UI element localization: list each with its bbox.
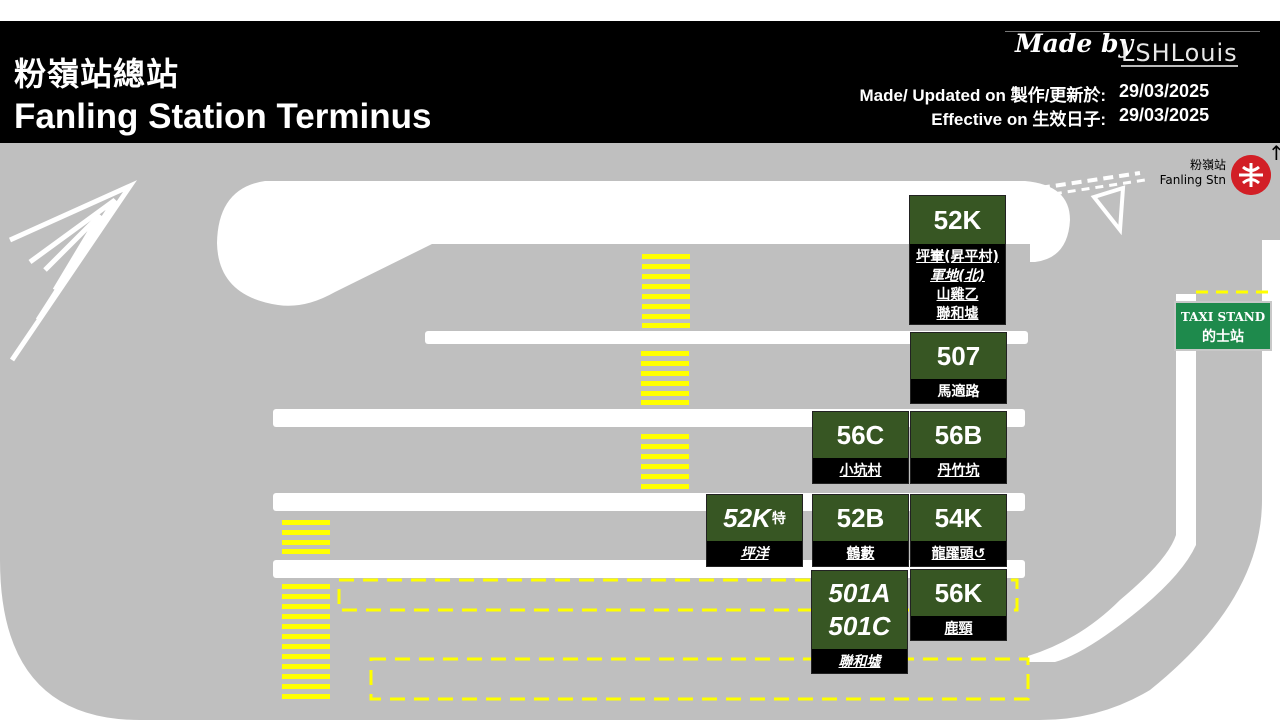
mtr-logo-icon: [1231, 155, 1271, 195]
terminus-map: [0, 143, 1280, 720]
platform-1: [425, 331, 1028, 344]
title-chinese: 粉嶺站總站: [14, 55, 180, 93]
exit-road: [1028, 294, 1196, 662]
destination: 聯和墟: [936, 306, 979, 322]
zebra-crossing-3: [641, 434, 689, 489]
route-number: 56C: [813, 412, 908, 460]
destination: 山雞乙: [936, 287, 979, 303]
effective-date: 29/03/2025: [1119, 105, 1210, 125]
mtr-station-label: 粉嶺站 Fanling Stn: [1160, 158, 1226, 188]
route-number: 501A 501C: [812, 571, 907, 651]
destination: 坪輋(昇平村): [916, 249, 999, 265]
stop-52b[interactable]: 52B 鶴藪: [812, 494, 909, 567]
author-name: LSHLouis: [1121, 39, 1238, 67]
stop-54k[interactable]: 54K 龍躍頭↺: [910, 494, 1007, 567]
updated-date: 29/03/2025: [1119, 81, 1210, 101]
yellow-bay-2: [369, 657, 1030, 701]
route-number-text: 501A: [828, 578, 891, 608]
destination: 坪洋: [740, 546, 769, 562]
route-number: 507: [911, 333, 1006, 381]
destination: 小坑村: [839, 463, 882, 479]
stop-56b[interactable]: 56B 丹竹坑: [910, 411, 1007, 484]
taxi-stand-sign: TAXI STAND 的士站: [1174, 301, 1272, 351]
yellow-bay-1: [337, 578, 1019, 612]
destination: 鶴藪: [846, 546, 875, 562]
taxi-stand-chinese: 的士站: [1202, 329, 1244, 345]
updated-label: Made/ Updated on 製作/更新於:: [859, 86, 1107, 105]
destination: 聯和墟: [838, 654, 881, 670]
route-number: 56K: [911, 570, 1006, 618]
arrow-up-icon: ↑: [1268, 141, 1280, 165]
destination: 鹿頸: [944, 621, 973, 637]
central-island: [217, 181, 1070, 306]
direction-arrow-left: [8, 180, 138, 362]
header-bar: 粉嶺站總站 Fanling Station Terminus Made by L…: [0, 21, 1280, 143]
entrance-marking: [1039, 171, 1146, 236]
stop-507[interactable]: 507 馬適路: [910, 332, 1007, 404]
route-number: 52B: [813, 495, 908, 543]
zebra-crossing-4: [282, 520, 330, 554]
route-number: 52K: [910, 196, 1005, 246]
title-english: Fanling Station Terminus: [14, 97, 432, 136]
taxi-stand-english: TAXI STAND: [1180, 310, 1266, 324]
zebra-crossing-2: [641, 351, 689, 405]
route-number: 56B: [911, 412, 1006, 460]
stop-52k[interactable]: 52K 坪輋(昇平村) 軍地(北) 山雞乙 聯和墟: [909, 195, 1006, 325]
stop-56c[interactable]: 56C 小坑村: [812, 411, 909, 484]
stop-501a-501c[interactable]: 501A 501C 聯和墟: [811, 570, 908, 674]
station-name-english: Fanling Stn: [1159, 173, 1226, 187]
stop-56k[interactable]: 56K 鹿頸: [910, 569, 1007, 641]
destination: 龍躍頭↺: [931, 546, 986, 562]
station-name-chinese: 粉嶺站: [1189, 158, 1226, 172]
header-divider: [1005, 31, 1260, 32]
destination: 馬適路: [937, 384, 980, 400]
zebra-crossing-5: [282, 584, 330, 699]
special-marker: 特: [771, 510, 786, 526]
zebra-crossing-1: [642, 254, 690, 328]
route-number-text: 501C: [828, 611, 891, 641]
destination: 丹竹坑: [937, 463, 980, 479]
route-number-text: 52K: [723, 502, 771, 533]
route-number: 54K: [911, 495, 1006, 543]
effective-label: Effective on 生效日子:: [931, 110, 1106, 129]
destination: 軍地(北): [930, 268, 985, 284]
made-by-label: Made by: [1015, 29, 1133, 58]
